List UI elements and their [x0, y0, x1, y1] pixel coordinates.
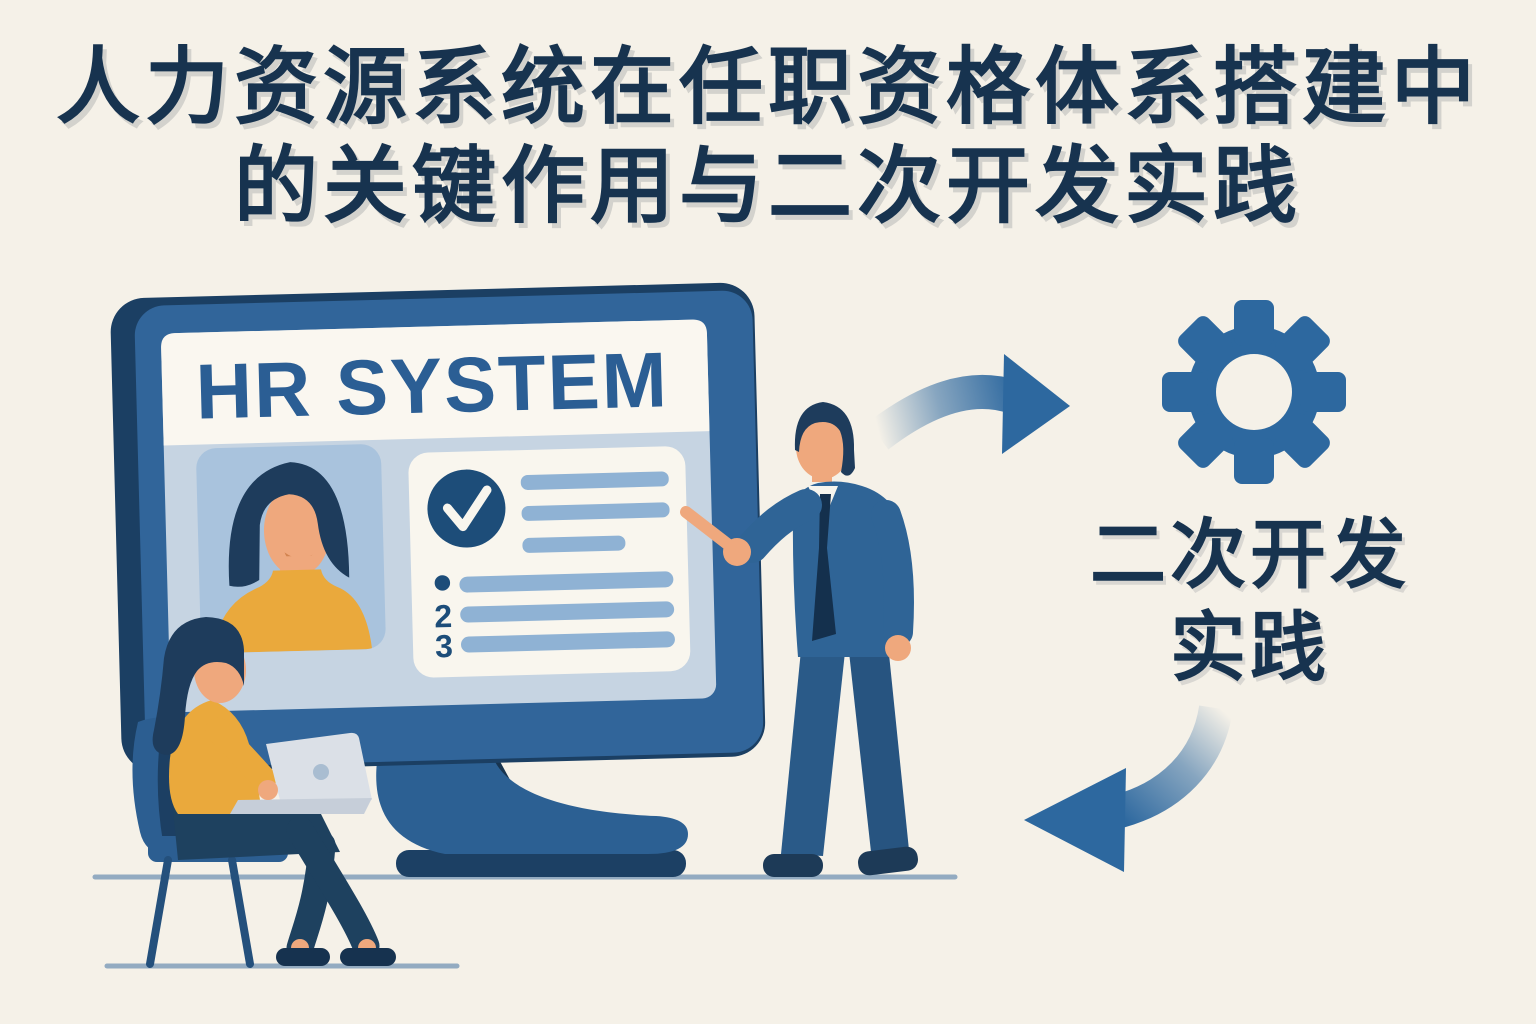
gear-tooth [1162, 372, 1208, 412]
curved-arrow-left-icon [1024, 704, 1233, 872]
presenter-face [796, 415, 850, 479]
list-bar-2 [460, 601, 675, 623]
checklist-bars [459, 471, 675, 653]
presenter-leg [849, 652, 909, 852]
presenter-shoe [763, 854, 823, 877]
seated-employee [132, 617, 396, 968]
arrow-head [1002, 354, 1070, 454]
monitor-heading: HR SYSTEM [195, 335, 670, 435]
employee-arm [205, 717, 277, 792]
presenter-arm [871, 500, 914, 647]
employee-hair [152, 617, 244, 755]
gear-hole [1216, 354, 1292, 430]
arrow-head [1024, 768, 1126, 872]
stand-foot [376, 754, 688, 854]
gear-tooth [1275, 316, 1330, 371]
presenter-pointing-arm [736, 489, 822, 563]
monitor-stand [374, 754, 688, 877]
employee-photo-card [196, 444, 386, 654]
chair-leg [228, 856, 254, 968]
presenter-leg [781, 650, 845, 856]
arrow-body [1114, 704, 1233, 828]
gear-caption: 二次开发 实践 [1050, 510, 1450, 695]
employee-shoe [340, 948, 396, 966]
employee-portrait [213, 462, 373, 654]
presenter-hair [794, 402, 855, 476]
check-mark [442, 485, 492, 532]
gear-tooth [1178, 413, 1233, 468]
poster-title: 人力资源系统在任职资格体系搭建中 的关键作用与二次开发实践 [0, 38, 1536, 236]
gear-caption-line1: 二次开发 [1090, 513, 1410, 598]
text-bar [521, 502, 670, 521]
list-marker-2: 2 [434, 598, 453, 634]
poster-title-line1: 人力资源系统在任职资格体系搭建中 [55, 40, 1480, 134]
curved-arrow-right-icon [867, 354, 1070, 454]
chair-leg [146, 856, 172, 968]
text-bar [522, 535, 626, 553]
presenter-pointing-finger [680, 506, 736, 552]
text-bar [520, 471, 669, 490]
list-bar-3 [461, 631, 675, 653]
employee-torso [169, 700, 262, 814]
portrait-hair [228, 462, 350, 587]
presenter-hand [885, 635, 911, 661]
portrait-shirt [213, 569, 373, 654]
qualification-checklist-card: • 2 3 [408, 446, 691, 678]
monitor: HR SYSTEM [110, 282, 766, 772]
stand-base [396, 850, 686, 877]
laptop-logo [313, 764, 329, 780]
gear-body [1162, 300, 1346, 484]
employee-hand [258, 780, 278, 800]
gear-caption-line2: 实践 [1170, 605, 1330, 691]
laptop-base [230, 798, 372, 814]
gear-icon [1162, 300, 1346, 484]
list-marker-1: • [428, 559, 457, 611]
employee-shoe [276, 948, 330, 966]
presenter-tie [812, 494, 836, 641]
arrow-body [867, 375, 1019, 450]
presenter [680, 402, 918, 877]
gear-tooth [1234, 438, 1274, 484]
gear-tooth [1300, 372, 1346, 412]
gear-tooth [1234, 300, 1274, 346]
presenter-shoe [858, 846, 918, 876]
laptop [230, 732, 372, 814]
screen-header-bar [161, 319, 710, 446]
gear-tooth [1275, 413, 1330, 468]
list-marker-3: 3 [435, 628, 454, 664]
employee-shin [286, 816, 380, 960]
gear-tooth [1178, 316, 1233, 371]
poster-title-line2: 的关键作用与二次开发实践 [233, 139, 1302, 234]
list-bar-1 [459, 571, 674, 593]
